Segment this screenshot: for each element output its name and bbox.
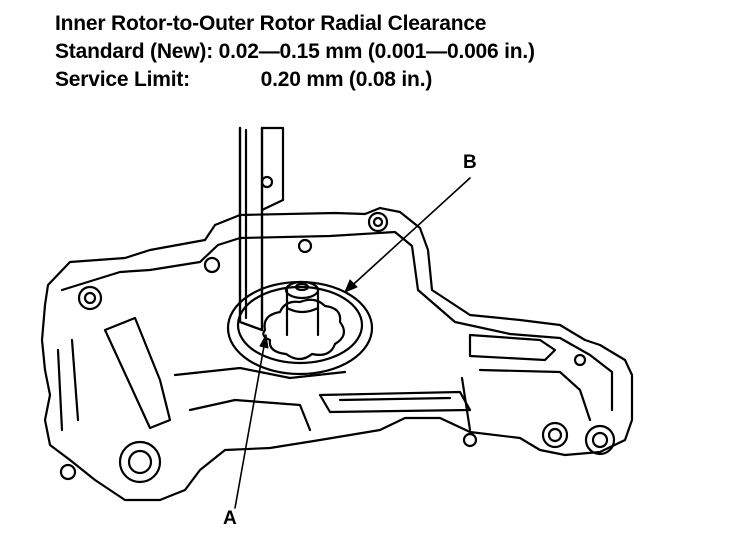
outer-rotor	[236, 285, 364, 365]
pump-housing-outline	[40, 206, 634, 502]
right-rib-2	[460, 376, 472, 432]
feeler-gauge	[238, 126, 264, 332]
relief-valve-boss-inner	[547, 427, 563, 443]
standard-value: 0.02—0.15 mm (0.001—0.006 in.)	[218, 40, 535, 63]
oil-channel	[318, 390, 472, 414]
callout-a-arrowhead	[259, 334, 269, 349]
feeler-gauge-handle	[260, 126, 285, 212]
callout-b-arrowhead	[344, 279, 358, 293]
mount-hole-left-bottom	[118, 440, 162, 484]
spec-standard-row: Standard (New): 0.02—0.15 mm (0.001—0.00…	[55, 38, 535, 66]
mount-hole-left-small	[59, 463, 77, 481]
service-limit-value: 0.20 mm (0.08 in.)	[260, 68, 433, 91]
small-boss-right-top	[573, 353, 587, 367]
mount-hole-right	[584, 424, 616, 456]
callout-label-b: B	[463, 152, 477, 173]
drive-shaft-collar	[285, 306, 320, 314]
standard-label: Standard (New):	[55, 40, 214, 63]
mount-hole-top-1	[203, 256, 221, 274]
mount-hole-right-inner	[591, 431, 609, 449]
left-arm-slot	[103, 316, 172, 430]
feeler-gauge-rivet	[260, 175, 274, 189]
drive-shaft-top	[284, 280, 320, 300]
drive-shaft-bore	[294, 282, 310, 292]
drive-shaft	[285, 288, 320, 337]
mount-hole-top-3	[297, 238, 313, 254]
callout-a-leader	[234, 334, 267, 509]
service-limit-label: Service Limit:	[55, 68, 190, 91]
spec-title: Inner Rotor-to-Outer Rotor Radial Cleara…	[55, 12, 487, 35]
center-rib	[173, 366, 347, 380]
spec-block: Inner Rotor-to-Outer Rotor Radial Cleara…	[55, 10, 535, 94]
callout-label-a: A	[223, 508, 237, 529]
right-rib	[478, 368, 592, 422]
relief-valve-boss	[541, 421, 569, 449]
right-slot	[468, 333, 557, 362]
mount-hole-left-top	[77, 285, 103, 311]
mount-hole-left-bottom-inner	[127, 449, 153, 475]
mount-hole-left-top-inner	[83, 291, 97, 305]
lower-step	[188, 398, 312, 432]
spec-service-row: Service Limit: 0.20 mm (0.08 in.)	[55, 66, 535, 94]
outer-rotor-rim	[226, 280, 374, 376]
left-lower-ridge	[56, 338, 80, 432]
callout-b-leader	[344, 177, 471, 293]
inner-rotor	[262, 298, 346, 361]
mount-hole-top-2	[367, 211, 389, 233]
oil-channel-inner	[338, 396, 452, 402]
mount-hole-top-2-inner	[372, 216, 384, 228]
small-boss-lower	[462, 432, 478, 448]
